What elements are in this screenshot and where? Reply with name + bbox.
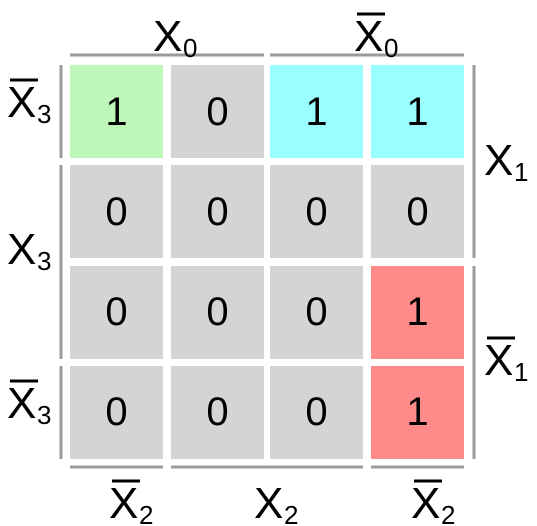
label-x1: X 1 [484, 136, 528, 187]
cell-r3c2 [171, 266, 264, 359]
label-x0: X 0 [153, 12, 197, 63]
label-x2-bar-left: X 2 [109, 479, 153, 526]
label-x3-bar-bottom-sub: 3 [37, 400, 51, 430]
cell-r2c4 [371, 165, 464, 258]
cell-r3c3-value: 0 [305, 290, 327, 334]
cell-r1c1-value: 1 [105, 90, 127, 134]
label-x3-var: X [7, 225, 36, 274]
row-4: 0 0 0 1 [70, 366, 464, 459]
label-x3-bar-top-var: X [7, 78, 36, 127]
top-labels: X 0 X 0 [153, 12, 398, 63]
cell-r1c3-value: 1 [305, 90, 327, 134]
label-x0-bar: X 0 [354, 12, 398, 63]
cell-r4c2-value: 0 [206, 390, 228, 434]
label-x1-bar: X 1 [484, 336, 528, 387]
cell-r2c2-value: 0 [206, 190, 228, 234]
cell-r1c2-value: 0 [206, 90, 228, 134]
cell-r3c4 [371, 266, 464, 359]
left-labels: X 3 X 3 X 3 [7, 78, 51, 430]
cell-r4c2 [171, 366, 264, 459]
label-x0-bar-var: X [354, 12, 383, 61]
cell-r4c1-value: 0 [105, 390, 127, 434]
cell-r3c2-value: 0 [206, 290, 228, 334]
bracket-lines [59, 53, 476, 469]
row-1: 1 0 1 1 [70, 65, 464, 158]
cell-r2c1 [70, 165, 163, 258]
cell-r4c4 [371, 366, 464, 459]
label-x3-bar-bottom-var: X [7, 379, 36, 428]
label-x1-bar-sub: 1 [514, 357, 528, 387]
label-x3-sub: 3 [37, 246, 51, 276]
label-x3-bar-top-sub: 3 [37, 99, 51, 129]
label-x1-bar-var: X [484, 336, 513, 385]
cell-r1c4-value: 1 [406, 90, 428, 134]
cell-r4c3 [270, 366, 363, 459]
label-x1-var: X [484, 136, 513, 185]
row-2: 0 0 0 0 [70, 165, 464, 258]
bottom-labels: X 2 X 2 X 2 [109, 479, 455, 526]
cell-r3c4-value: 1 [406, 290, 428, 334]
cell-r4c4-value: 1 [406, 390, 428, 434]
label-x2-bar-left-sub: 2 [139, 500, 153, 526]
cell-r4c3-value: 0 [305, 390, 327, 434]
cell-r3c1 [70, 266, 163, 359]
cell-r3c3 [270, 266, 363, 359]
cell-r2c3 [270, 165, 363, 258]
label-x2-bar-right: X 2 [411, 479, 455, 526]
label-x0-bar-sub: 0 [384, 33, 398, 63]
cell-grid: 1 0 1 1 0 0 0 0 0 0 0 1 [70, 65, 464, 459]
row-3: 0 0 0 1 [70, 266, 464, 359]
label-x2-bar-right-sub: 2 [441, 500, 455, 526]
label-x0-var: X [153, 12, 182, 61]
cell-r4c1 [70, 366, 163, 459]
label-x3-bar-top: X 3 [7, 78, 51, 129]
right-labels: X 1 X 1 [484, 136, 528, 387]
label-x2-bar-right-var: X [411, 479, 440, 526]
cell-r1c1 [70, 65, 163, 158]
label-x2: X 2 [254, 479, 298, 526]
label-x2-bar-left-var: X [109, 479, 138, 526]
label-x0-sub: 0 [183, 33, 197, 63]
label-x2-sub: 2 [284, 500, 298, 526]
cell-r2c3-value: 0 [305, 190, 327, 234]
cell-r3c1-value: 0 [105, 290, 127, 334]
cell-r2c1-value: 0 [105, 190, 127, 234]
cell-r2c2 [171, 165, 264, 258]
cell-r2c4-value: 0 [406, 190, 428, 234]
label-x3-bar-bottom: X 3 [7, 379, 51, 430]
cell-r1c2 [171, 65, 264, 158]
cell-r1c3 [270, 65, 363, 158]
label-x2-var: X [254, 479, 283, 526]
cell-r1c4 [371, 65, 464, 158]
label-x1-sub: 1 [514, 157, 528, 187]
label-x3: X 3 [7, 225, 51, 276]
